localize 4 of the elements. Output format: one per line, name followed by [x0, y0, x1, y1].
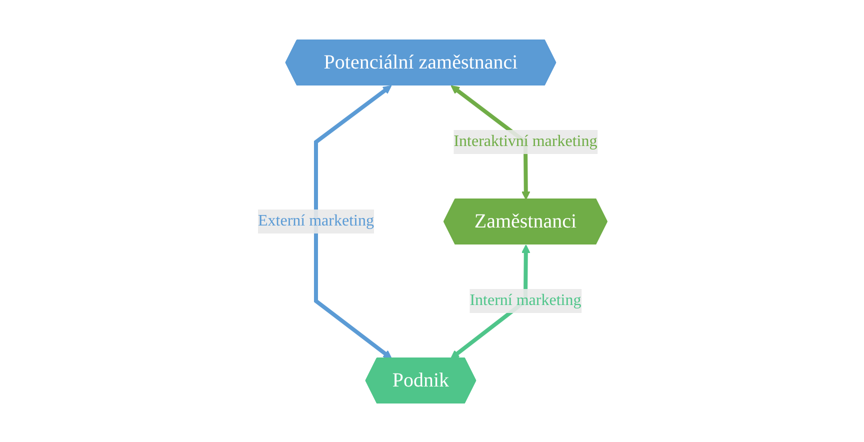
edge-label: Interní marketing [469, 292, 581, 308]
edge-label: Interaktivní marketing [453, 132, 597, 150]
edge-label: Externí marketing [258, 212, 374, 229]
arrow [314, 84, 392, 358]
